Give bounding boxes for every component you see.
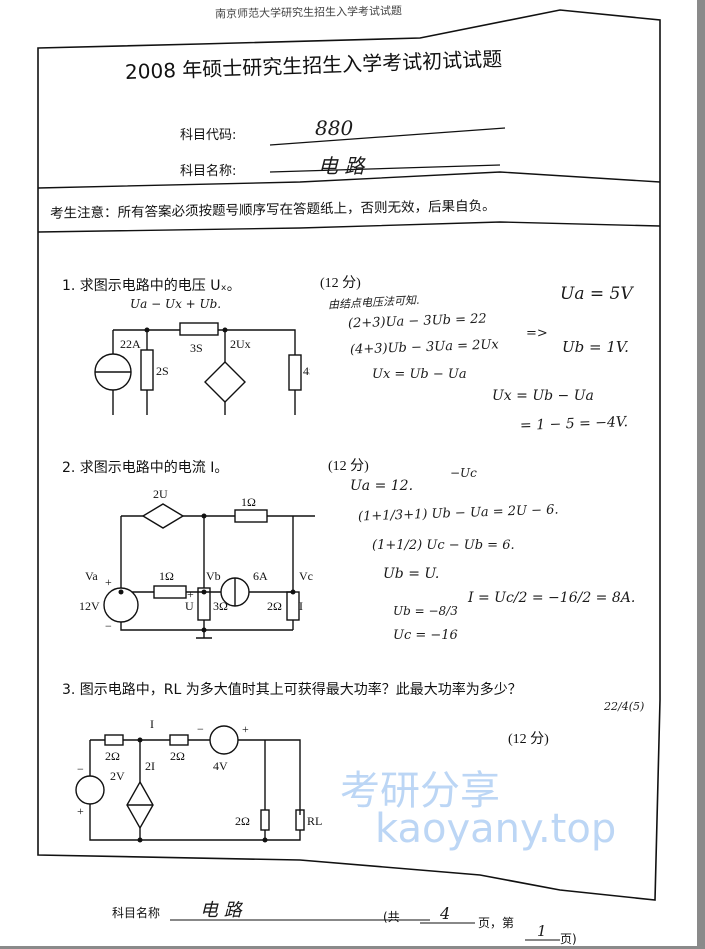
bottom-edge xyxy=(0,946,705,949)
hw-line: Uc = −16 xyxy=(393,628,458,643)
question-1-text: 1. 求图示电路中的电压 Uₓ。 xyxy=(62,278,241,294)
c2-label-u: U xyxy=(185,599,194,613)
subject-name-label: 科目名称: xyxy=(180,164,237,179)
subject-code-value: 880 xyxy=(315,116,354,140)
question-3-points: (12 分) xyxy=(508,732,549,747)
scrollbar[interactable] xyxy=(697,0,705,949)
hw-line: Ub = −8/3 xyxy=(393,604,458,618)
c3-label-dep: 2I xyxy=(145,759,155,773)
c1-label-g1: 2S xyxy=(156,364,169,378)
hw-line: => xyxy=(526,326,548,341)
c1-label-g2: 3S xyxy=(190,341,203,355)
footer-name-value: 电 路 xyxy=(200,900,242,921)
c3-label-rl: RL xyxy=(307,814,322,828)
footer-total-pages: 4 xyxy=(440,904,451,923)
question-1-points: (12 分) xyxy=(320,276,361,291)
c1-label-src: 22A xyxy=(120,337,141,351)
c1-label-top: Ua − Ux + Ub. xyxy=(130,297,221,311)
c2-label-r3: 3Ω xyxy=(213,599,228,613)
c3-label-r3: 2Ω xyxy=(235,814,250,828)
c2-label-dep: 2U xyxy=(153,487,168,501)
question-2-points: (12 分) xyxy=(328,459,369,474)
c3-label-r2: 2Ω xyxy=(170,749,185,763)
c1-label-g3: 4S xyxy=(303,364,310,378)
footer-page-mid: 页，第 xyxy=(478,916,515,930)
circuit-3: 2Ω 2Ω I 2V 2I 4V 2Ω RL − + − + xyxy=(75,717,322,843)
c3-label-r1: 2Ω xyxy=(105,749,120,763)
c3-label-i: I xyxy=(150,717,154,731)
c3-label-vs2: 4V xyxy=(213,759,228,773)
c2-plus-u: + xyxy=(187,587,194,601)
hw-line: I = Uc/2 = −16/2 = 8A. xyxy=(468,590,636,606)
c2-plus: + xyxy=(105,575,112,589)
subject-name-value: 电 路 xyxy=(318,154,365,178)
watermark: kaoyany.top xyxy=(375,806,617,852)
hw-line: −Uc xyxy=(450,466,477,480)
c3-label-vs1: 2V xyxy=(110,769,125,783)
c2-label-r2: 1Ω xyxy=(159,569,174,583)
footer-total-prefix: (共 xyxy=(383,910,400,924)
c1-label-dep: 2Ux xyxy=(230,337,251,351)
c3-minus-2v: − xyxy=(77,762,84,776)
question-3-text: 3. 图示电路中，RL 为多大值时其上可获得最大功率？此最大功率为多少？ xyxy=(62,682,522,698)
c2-label-r1: 1Ω xyxy=(241,495,256,509)
circuit-1: Ua − Ux + Ub. 22A 2S 3S 2Ux 4S xyxy=(94,297,310,415)
c2-label-vs: 12V xyxy=(79,599,100,613)
c2-label-cs: 6A xyxy=(253,569,268,583)
c2-label-i: I xyxy=(299,599,303,613)
hw-line: Ub = 1V. xyxy=(562,338,629,356)
hw-line: Ua = 5V xyxy=(560,284,633,304)
school-line: 南京师范大学研究生招生入学考试试题 xyxy=(214,4,403,21)
hw-line: Ux = Ub − Ua xyxy=(372,367,467,382)
c2-label-va: Va xyxy=(85,569,98,583)
c3-plus: + xyxy=(242,722,249,736)
subject-code-label: 科目代码: xyxy=(180,128,237,143)
footer-page-no: 1 xyxy=(537,922,547,940)
c2-minus: − xyxy=(105,619,112,633)
hw-line: Ua = 12. xyxy=(350,478,414,494)
hw-line: (1+1/2) Uc − Ub = 6. xyxy=(372,538,515,553)
c3-minus: − xyxy=(197,722,204,736)
footer-page-suffix: 页) xyxy=(560,932,577,946)
c2-label-r4: 2Ω xyxy=(267,599,282,613)
c2-label-vb: Vb xyxy=(206,569,221,583)
c2-label-vc: Vc xyxy=(299,569,313,583)
c3-plus-2v: + xyxy=(77,804,84,818)
q3-handwriting: 22/4(5) xyxy=(604,700,645,713)
question-2-text: 2. 求图示电路中的电流 I。 xyxy=(62,460,229,476)
hw-line: Ub = U. xyxy=(383,566,440,582)
watermark-chars: 考研分享 xyxy=(340,768,500,814)
footer-name-label: 科目名称 xyxy=(112,906,161,920)
hw-line: Ux = Ub − Ua xyxy=(492,388,594,404)
circuit-2: 2U 1Ω 1Ω Va Vb Vc 6A 12V U 3Ω 2Ω I + + − xyxy=(79,487,315,639)
